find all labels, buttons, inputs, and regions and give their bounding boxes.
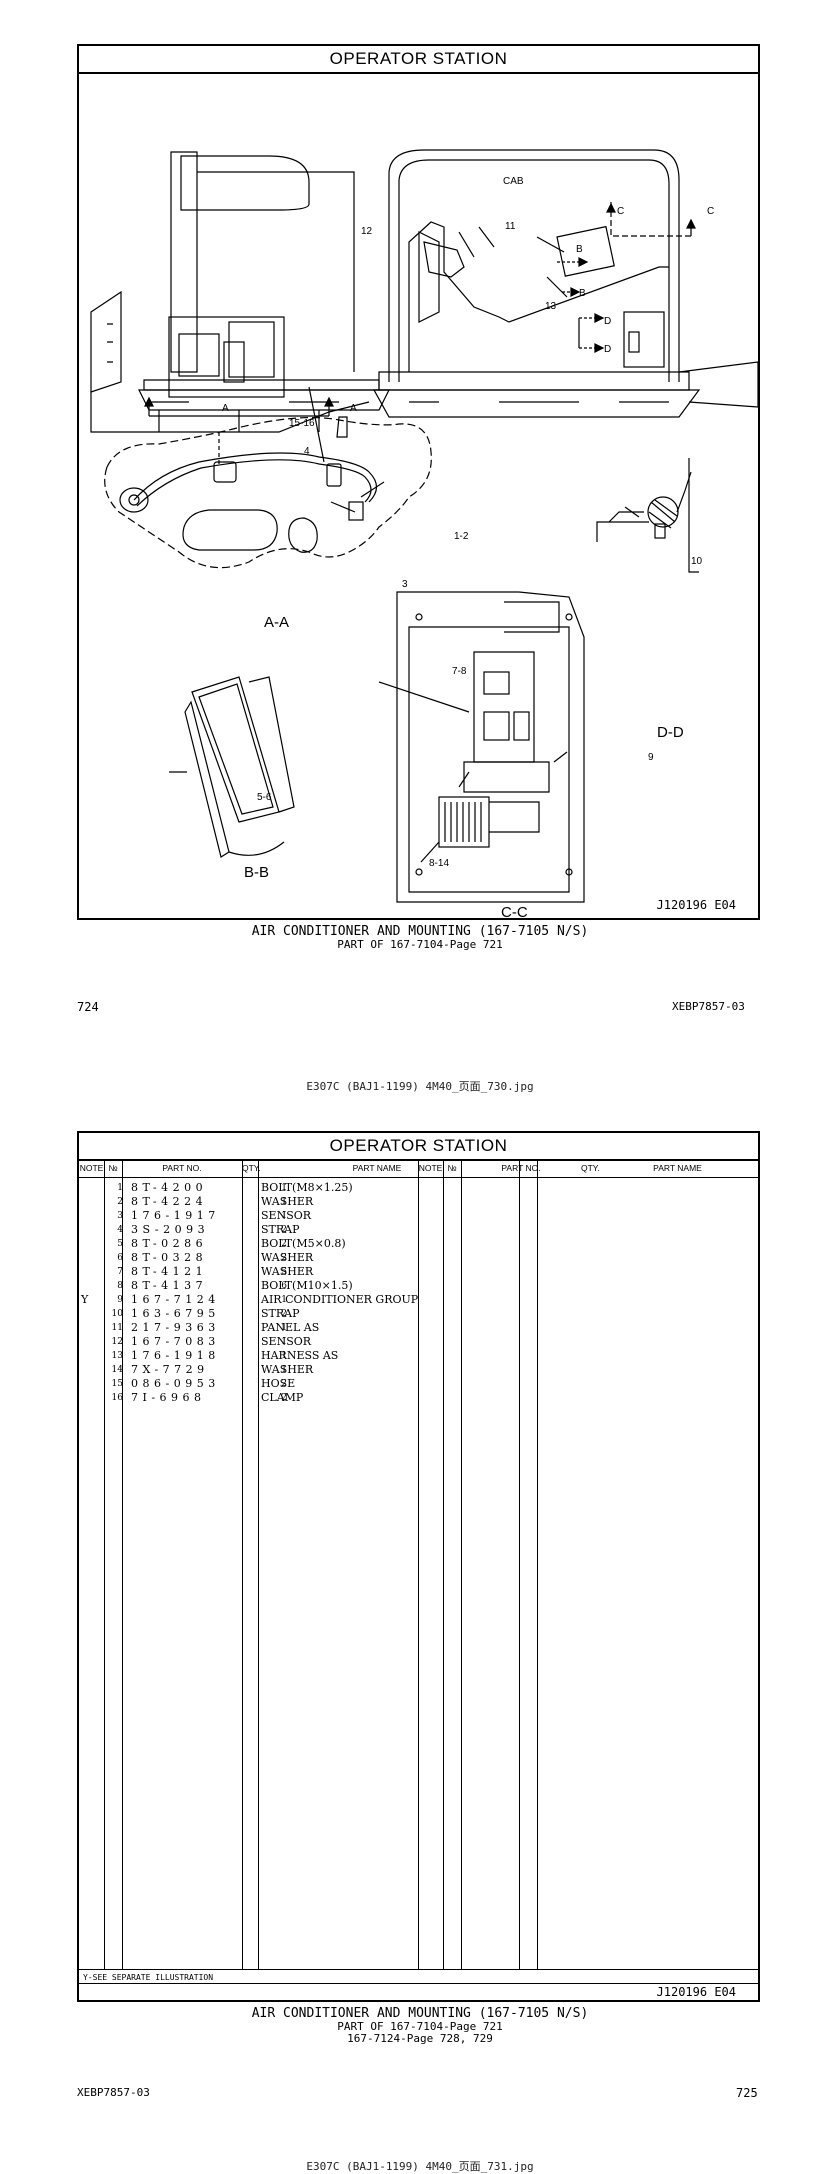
callout-1-2: 1-2 — [454, 531, 469, 542]
section-marker-d-top: D — [604, 316, 612, 327]
view-c-c-label: C-C — [501, 904, 528, 921]
col-divider — [258, 1159, 259, 1970]
callout-7-8: 7-8 — [452, 666, 467, 677]
ref-code: J120196 E04 — [656, 1985, 736, 1999]
header-part-no: PART NO. — [162, 1163, 202, 1173]
section-marker-b-bottom: B — [579, 288, 586, 299]
footer-divider — [79, 1983, 758, 1984]
side-cab-drawing — [372, 149, 758, 418]
section-marker-d-bottom: D — [604, 344, 612, 355]
caption-sub-1: PART OF 167-7104-Page 721 — [337, 2020, 503, 2033]
parts-illustration — [90, 149, 758, 903]
col-divider — [242, 1159, 243, 1970]
page-number: 725 — [736, 2086, 758, 2100]
col-divider — [443, 1159, 444, 1970]
view-a-a-drawing — [104, 386, 432, 569]
footnote-band — [79, 1969, 758, 1970]
parts-list-frame: OPERATOR STATION NOTE № PART NO. QTY. PA… — [77, 1131, 760, 2002]
view-a-a-label: A-A — [264, 614, 290, 631]
callout-4: 4 — [304, 446, 310, 457]
header-no-2: № — [447, 1163, 457, 1173]
col-divider — [418, 1159, 419, 1970]
callout-9: 9 — [648, 752, 654, 763]
callout-12: 12 — [361, 226, 373, 237]
callout-3: 3 — [402, 579, 408, 590]
illustration-frame: OPERATOR STATION — [77, 44, 760, 921]
col-divider — [537, 1159, 538, 1970]
doc-code: XEBP7857-03 — [672, 1000, 745, 1013]
section-marker-a-right: A — [350, 403, 357, 414]
file-name: E307C (BAJ1-1199) 4M40_页面_731.jpg — [306, 2160, 534, 2173]
col-divider — [519, 1159, 520, 1970]
caption-sub: PART OF 167-7104-Page 721 — [337, 938, 503, 951]
file-name: E307C (BAJ1-1199) 4M40_页面_730.jpg — [306, 1080, 534, 1093]
callout-8-14: 8-14 — [429, 858, 450, 869]
view-b-b-drawing — [169, 676, 295, 858]
page-title: OPERATOR STATION — [79, 1133, 758, 1161]
ref-code: J120196 E04 — [656, 898, 736, 912]
header-qty: QTY. — [242, 1163, 261, 1173]
footnote: Y-SEE SEPARATE ILLUSTRATION — [83, 1973, 214, 1982]
view-d-d-label: D-D — [657, 724, 684, 741]
cab-label: CAB — [503, 176, 524, 187]
callout-13: 13 — [545, 301, 557, 312]
doc-code: XEBP7857-03 — [77, 2086, 150, 2099]
callout-10: 10 — [691, 556, 703, 567]
view-d-d-drawing — [596, 458, 699, 573]
view-c-c-drawing — [378, 591, 585, 903]
header-part-name-2: PART NAME — [653, 1163, 702, 1173]
caption-title: AIR CONDITIONER AND MOUNTING (167-7105 N… — [251, 924, 589, 939]
section-marker-c-right: C — [707, 206, 715, 217]
col-divider — [461, 1159, 462, 1970]
page-title: OPERATOR STATION — [79, 46, 758, 74]
caption-title: AIR CONDITIONER AND MOUNTING (167-7105 N… — [251, 2006, 589, 2021]
section-marker-b-top: B — [576, 244, 583, 255]
header-note-2: NOTE — [418, 1163, 443, 1173]
header-note: NOTE — [79, 1163, 104, 1173]
callout-11: 11 — [505, 221, 516, 232]
section-marker-c-left: C — [617, 206, 625, 217]
page-number: 724 — [77, 1000, 99, 1014]
header-part-name: PART NAME — [352, 1163, 402, 1173]
header-no: № — [108, 1163, 118, 1173]
view-b-b-label: B-B — [244, 864, 270, 881]
header-part-no-2: PART NO. — [501, 1163, 541, 1173]
col-divider — [104, 1159, 105, 1970]
rear-cab-drawing — [90, 151, 390, 467]
caption-sub-2: 167-7124-Page 728, 729 — [347, 2032, 493, 2045]
header-qty-2: QTY. — [581, 1163, 600, 1173]
col-divider — [122, 1159, 123, 1970]
callout-5-6: 5-6 — [257, 792, 272, 803]
section-marker-a-left: A — [222, 403, 229, 414]
callout-15-16: 15-16 — [289, 418, 315, 429]
